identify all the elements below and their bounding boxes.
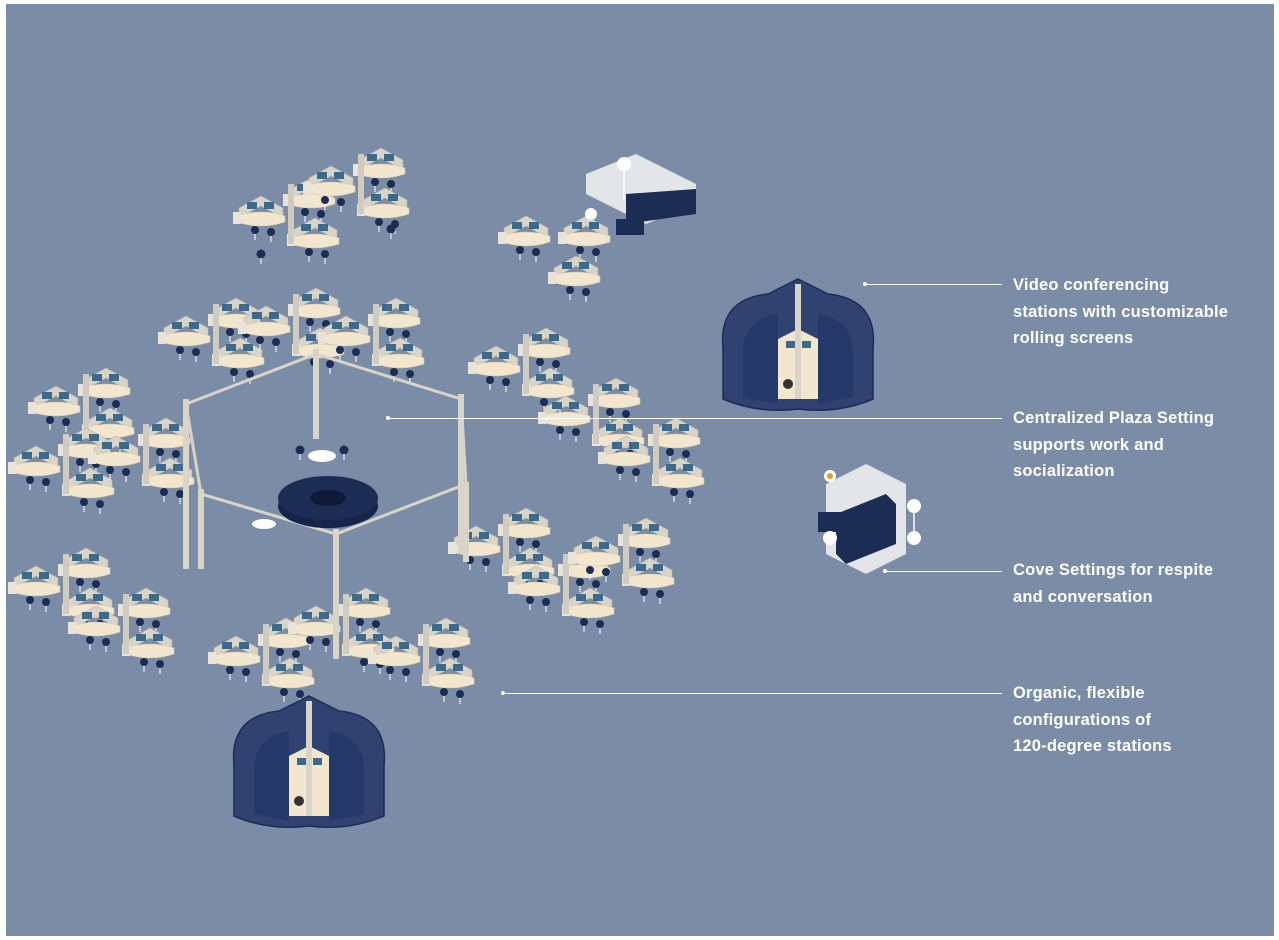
plaza-leader-dot <box>386 416 390 420</box>
cove-leader-dot <box>883 569 887 573</box>
cove-leader-line <box>886 571 1002 572</box>
cove-settings-label: Cove Settings for respite and conversati… <box>1013 561 1214 606</box>
video-conferencing-label: Video conferencing stations with customi… <box>1013 276 1229 347</box>
video-leader-line <box>866 284 1002 285</box>
organic-leader-line <box>504 693 1002 694</box>
plaza-setting-label: Centralized Plaza Setting supports work … <box>1013 409 1215 480</box>
organic-leader-dot <box>501 691 505 695</box>
video-leader-dot <box>863 282 867 286</box>
office-illustration <box>6 4 921 828</box>
floorplan-canvas: Video conferencing stations with customi… <box>6 4 1274 936</box>
organic-configurations-label: Organic, flexible configurations of 120-… <box>1013 684 1172 755</box>
plaza-leader-line <box>389 418 1002 419</box>
